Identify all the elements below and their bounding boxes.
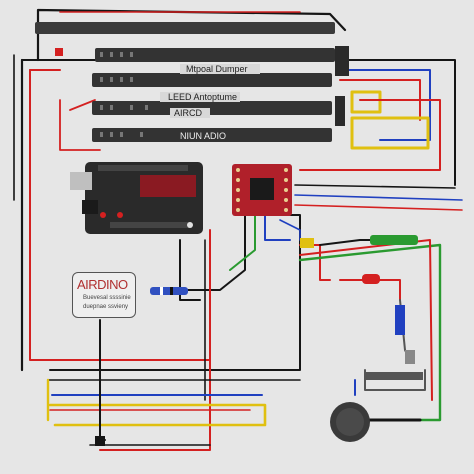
- pin-header-bottom: [110, 222, 190, 228]
- button: [330, 402, 370, 442]
- power-jack: [82, 200, 98, 214]
- arduino-board: [70, 162, 203, 234]
- wire-red: [299, 239, 433, 401]
- wire-blue: [264, 214, 291, 241]
- usb-port: [70, 172, 92, 190]
- strip-connector: [335, 46, 349, 76]
- wire-black: [344, 59, 456, 186]
- led: [362, 274, 380, 284]
- strip-label-3: AIRCD: [174, 108, 203, 118]
- wire-yellow: [48, 403, 267, 427]
- strip-label-plate: [180, 64, 260, 74]
- wire-clip: [55, 48, 63, 56]
- terminal-block: [365, 372, 423, 380]
- wire-blue: [339, 69, 431, 141]
- wire-yellow: [350, 90, 382, 114]
- wire-red: [339, 79, 421, 121]
- label-card-title: AIRDINO: [77, 277, 128, 292]
- resistor: [150, 287, 188, 295]
- wire-red: [294, 204, 463, 211]
- label-card: AIRDINO Buevesal ssssinie duepnae ssvien…: [72, 272, 136, 318]
- header-strip: [35, 22, 335, 34]
- wire-black: [49, 214, 301, 371]
- wire-yellow: [350, 116, 430, 150]
- strip-label-plate: [170, 108, 210, 118]
- header-strip: [92, 128, 332, 142]
- wire-clip: [95, 436, 105, 446]
- wire-red: [29, 69, 211, 361]
- header-strips: [35, 22, 349, 142]
- wire-red: [69, 99, 96, 111]
- header-strip: [95, 48, 335, 62]
- wire-red: [299, 99, 441, 171]
- header-strip: [92, 101, 332, 115]
- wire-red: [99, 229, 211, 451]
- strip-label-1: Mtpoal Dumper: [186, 64, 248, 74]
- wire-black: [294, 184, 456, 189]
- header-strip: [92, 73, 332, 87]
- capacitor: [395, 305, 415, 364]
- breakout-chip: [250, 178, 274, 200]
- wire-blue: [279, 219, 301, 241]
- strip-label-plate: [160, 92, 240, 102]
- reset-led: [100, 212, 106, 218]
- strip-connector: [335, 96, 345, 126]
- wire-black: [169, 214, 246, 291]
- potentiometer-header: [300, 235, 418, 248]
- breakout-board: [232, 164, 292, 216]
- wire-black: [179, 239, 201, 301]
- wire-layer: [13, 8, 463, 451]
- label-card-line-1: Buevesal ssssinie: [83, 295, 131, 301]
- wire-red: [59, 99, 101, 151]
- label-card-line-2: duepnae ssvieny: [83, 304, 129, 310]
- wire-green: [229, 214, 256, 271]
- status-led: [117, 212, 123, 218]
- microcontroller-chip: [140, 175, 196, 197]
- strip-label-2: LEED Antoptume: [168, 92, 238, 102]
- pin-header-top: [98, 165, 188, 171]
- wire-blue: [294, 194, 463, 201]
- wire-red: [339, 279, 401, 301]
- strip-label-4: NIUN ADIO: [180, 131, 227, 141]
